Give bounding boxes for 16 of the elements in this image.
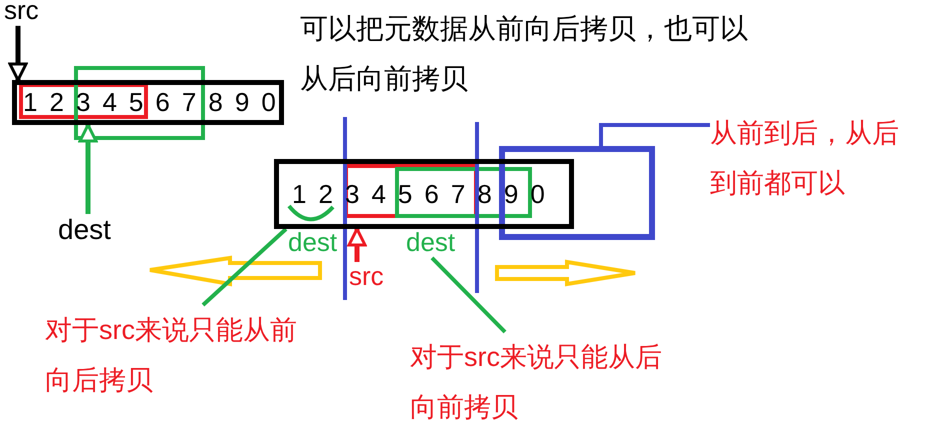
leader-line bbox=[202, 228, 288, 306]
leader-line bbox=[599, 123, 710, 146]
pointer-label: src bbox=[349, 262, 384, 292]
pointer-label: src bbox=[4, 0, 39, 26]
note-text: 可以把元数据从前向后拷贝，也可以从后向前拷贝 bbox=[300, 12, 749, 96]
pointer-label: dest bbox=[288, 228, 338, 258]
arrow bbox=[8, 26, 28, 82]
pointer-label: dest bbox=[58, 214, 111, 246]
arrow bbox=[348, 228, 366, 262]
note-text: 对于src来说只能从前向后拷贝 bbox=[45, 305, 323, 405]
pointer-label: dest bbox=[406, 228, 456, 258]
note-text: 从前到后，从后到前都可以 bbox=[710, 108, 915, 208]
leader-line bbox=[430, 256, 506, 334]
arrow bbox=[78, 124, 98, 214]
note-text: 对于src来说只能从后向前拷贝 bbox=[410, 332, 688, 432]
overlap-region-frame bbox=[499, 146, 655, 240]
